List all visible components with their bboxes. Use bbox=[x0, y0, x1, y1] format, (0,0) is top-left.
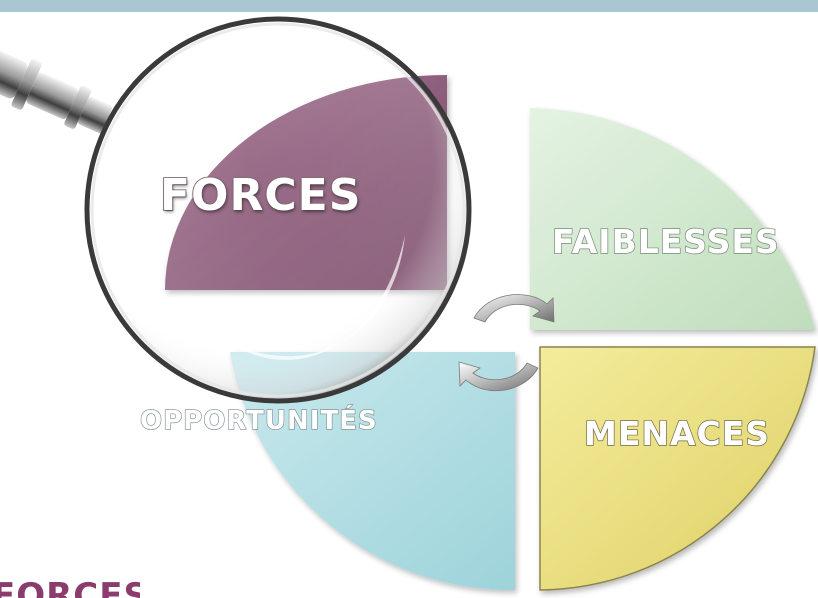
quadrant-faiblesses bbox=[530, 108, 815, 330]
quadrant-opportunites bbox=[230, 352, 515, 591]
header-bar bbox=[0, 0, 818, 12]
footer-title-clip: FORCES bbox=[0, 578, 140, 598]
magnifying-glass-icon bbox=[0, 16, 472, 404]
label-faiblesses: FAIBLESSES bbox=[551, 221, 780, 261]
label-forces: FORCES bbox=[159, 169, 362, 222]
label-opportunites: OPPORTUNITÉS bbox=[139, 405, 378, 436]
footer-title: FORCES bbox=[0, 578, 140, 598]
quadrant-menaces bbox=[539, 346, 816, 591]
label-menaces: MENACES bbox=[583, 413, 771, 453]
cycle-arrows-icon bbox=[458, 294, 555, 392]
